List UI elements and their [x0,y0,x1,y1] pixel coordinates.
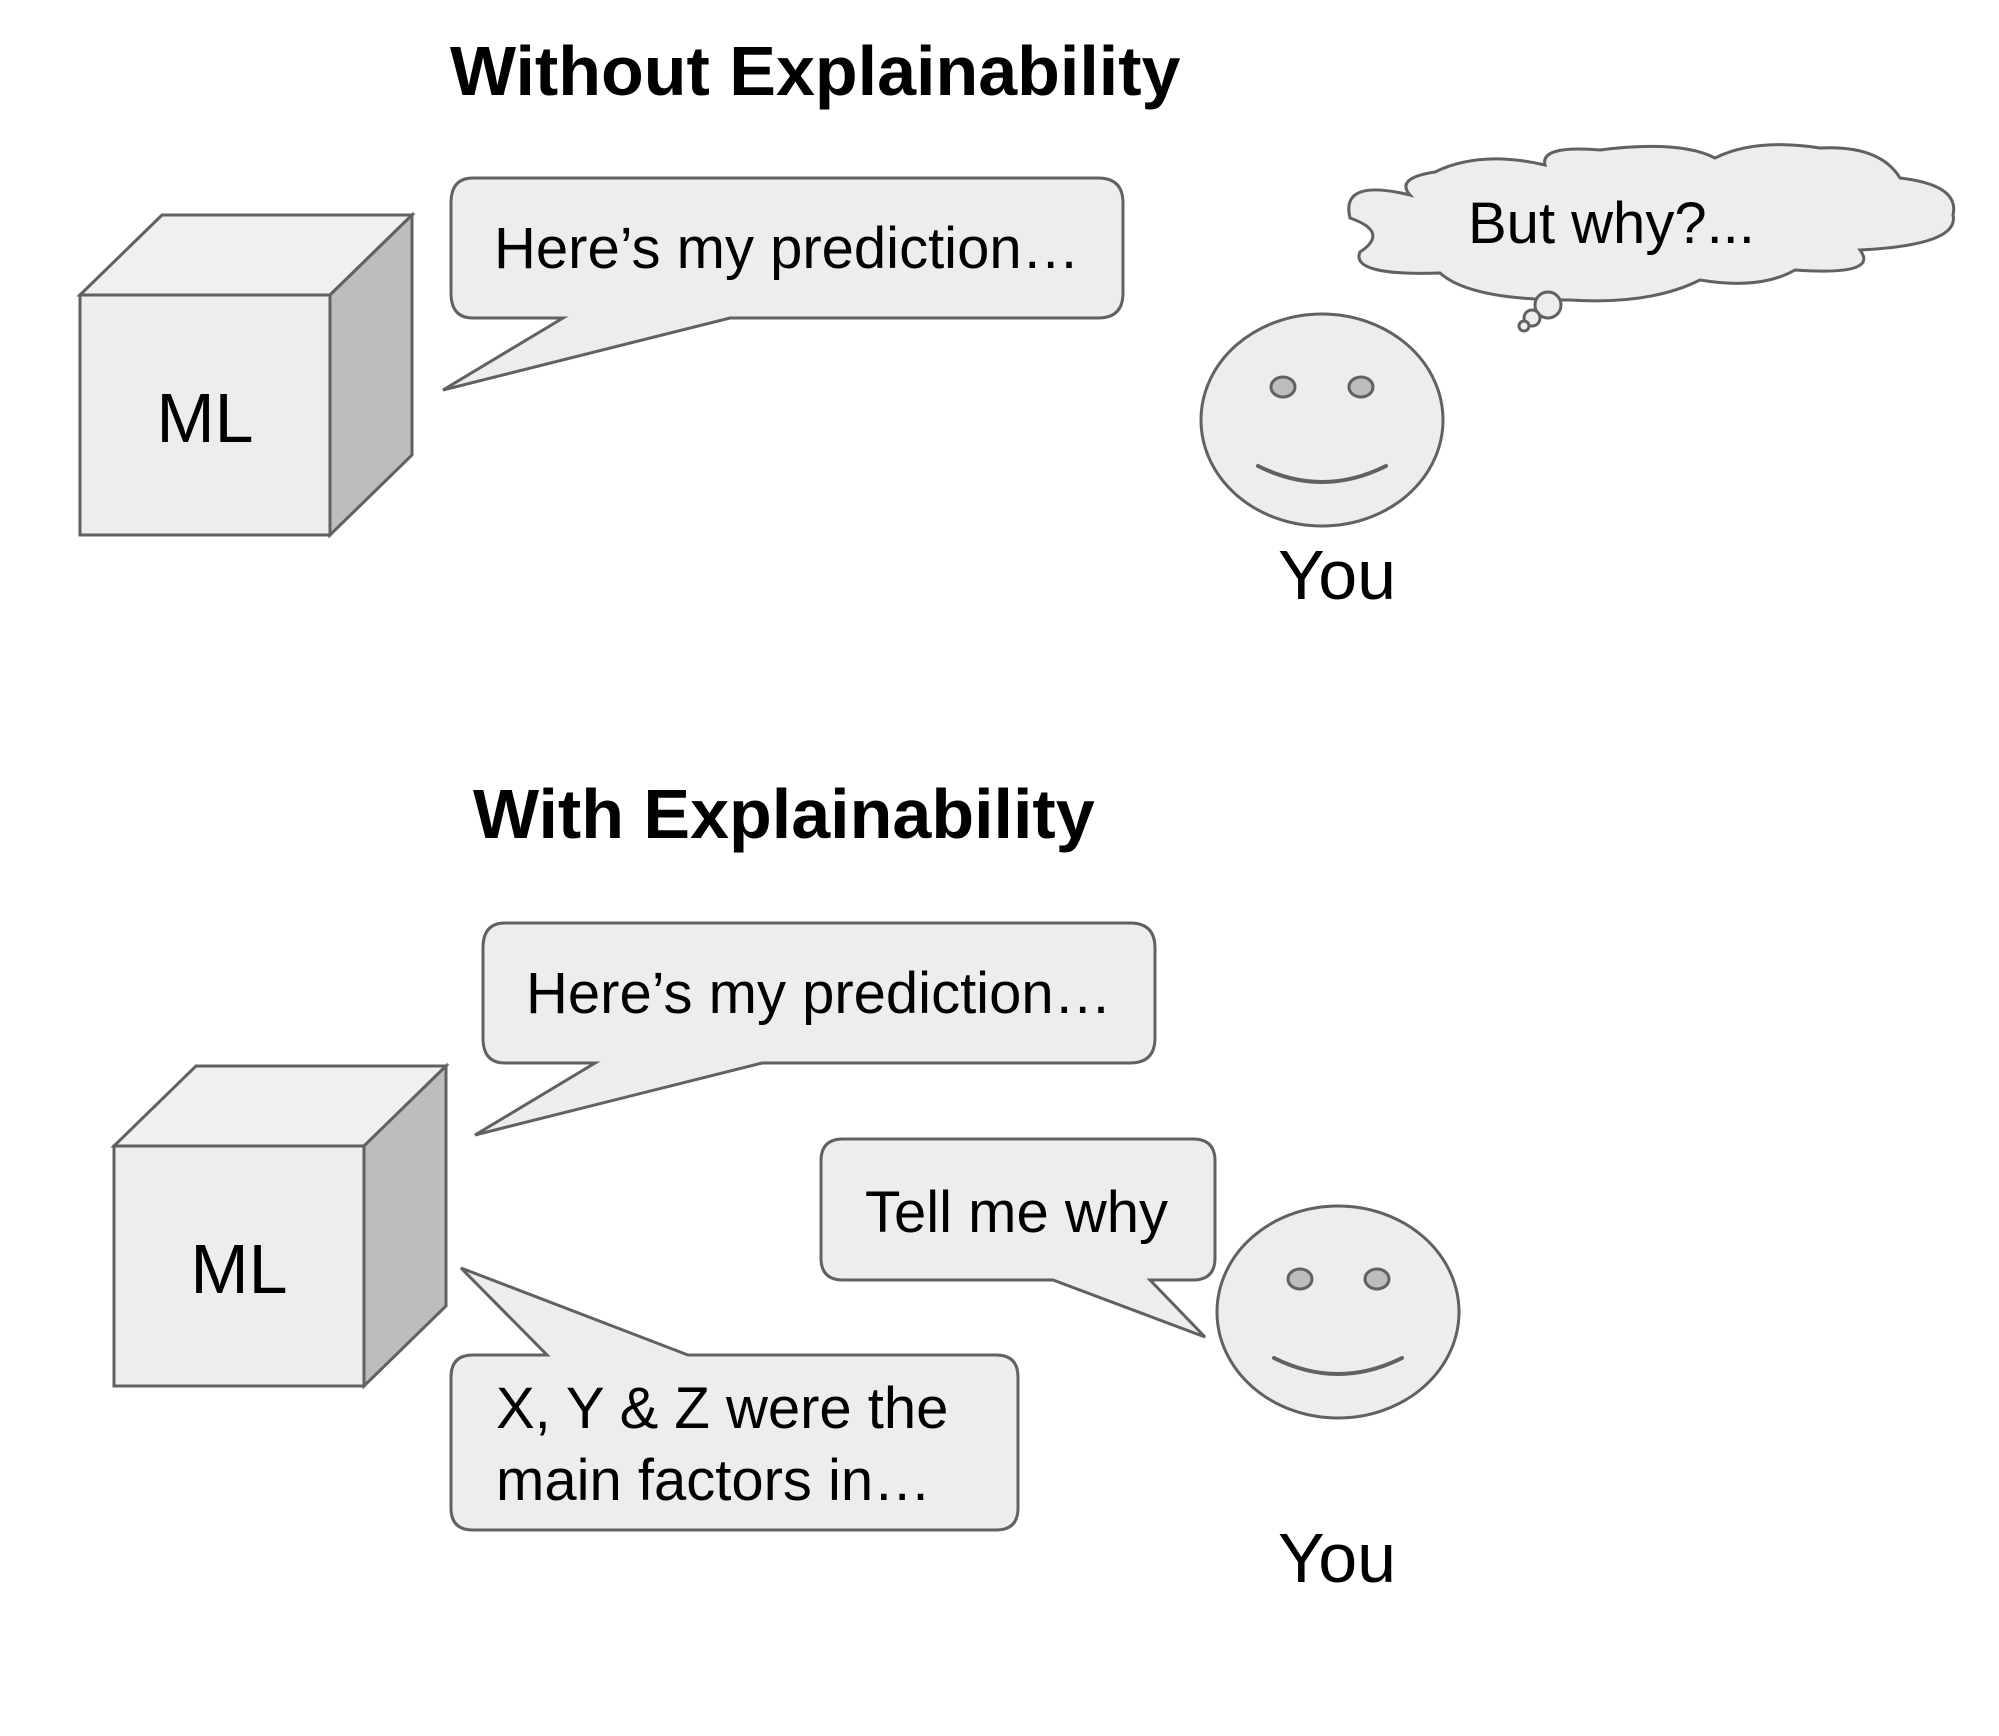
right-eye [1363,1267,1391,1291]
user-speech-bubble: Tell me why [819,1137,1217,1339]
right-eye [1347,375,1375,399]
user-bubble-text: Tell me why [865,1180,1168,1245]
user-label: You [1278,1519,1396,1597]
smile [1272,1356,1404,1376]
ml-cube: ML [110,1062,450,1390]
model-speech-bubble: Here’s my prediction… [442,176,1125,392]
model-speech-bubble: Here’s my prediction… [474,921,1157,1137]
left-eye [1286,1267,1314,1291]
explanation-line-2: main factors in… [496,1448,931,1513]
thought-text: But why?... [1468,191,1755,256]
model-bubble-text: Here’s my prediction… [526,961,1112,1026]
smile [1256,464,1388,484]
section-title-with: With Explainability [473,775,1095,853]
ml-label: ML [156,379,253,457]
user-label: You [1278,536,1396,614]
ml-cube: ML [76,211,416,539]
left-eye [1269,375,1297,399]
user-face [1199,312,1445,528]
user-face [1215,1204,1461,1420]
model-bubble-text: Here’s my prediction… [494,216,1080,281]
model-explanation-bubble: X, Y & Z were the main factors in… [449,1266,1020,1532]
section-title-without: Without Explainability [450,32,1181,110]
explanation-line-1: X, Y & Z were the [496,1376,948,1441]
thought-cloud: But why?... [1347,143,1956,333]
ml-label: ML [190,1230,287,1308]
